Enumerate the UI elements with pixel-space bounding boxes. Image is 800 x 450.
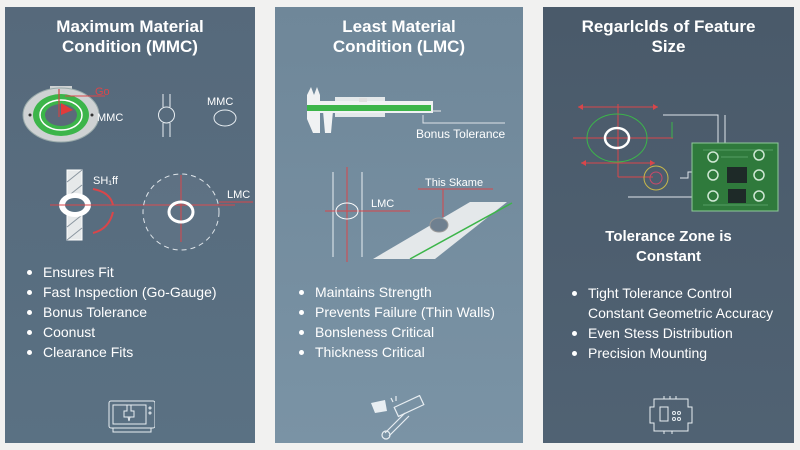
broken-wrench-icon	[371, 395, 425, 440]
go-label: Go	[95, 86, 110, 98]
list-item: Tight Tolerance Control	[570, 283, 773, 303]
list-item: Fast Inspection (Go-Gauge)	[25, 282, 217, 302]
caliper-icon	[307, 87, 505, 133]
list-item: Coonust	[25, 322, 217, 342]
list-item: Thickness Critical	[297, 342, 495, 362]
mmc-illustration: Go MMC MMC SH₁ff LMC	[22, 86, 253, 251]
shaft-label: SH₁ff	[93, 175, 119, 187]
lmc-section-icon	[325, 167, 410, 262]
tolerance-zone-icon	[573, 104, 726, 198]
title-line: Least Material	[342, 17, 456, 36]
list-item: Even Stess Distribution	[570, 323, 773, 343]
rfs-illustration	[573, 104, 779, 212]
list-item: Maintains Strength	[297, 282, 495, 302]
go-gauge-icon	[22, 86, 105, 143]
title-line: Regarlclds of Feature	[581, 17, 756, 36]
title-line: Condition (LMC)	[332, 37, 466, 56]
lmc-label: LMC	[227, 189, 250, 201]
mmc-title: Maximum Material Condition (MMC)	[5, 17, 255, 57]
mmc-benefits-list: Ensures Fit Fast Inspection (Go-Gauge) B…	[25, 262, 217, 362]
bonus-tolerance-label: Bonus Tolerance	[416, 127, 506, 141]
title-line: Condition (MMC)	[62, 37, 198, 56]
list-item: Bonus Tolerance	[25, 302, 217, 322]
list-item: Clearance Fits	[25, 342, 217, 362]
mmc-panel: Maximum Material Condition (MMC) Go MMC …	[5, 7, 255, 443]
list-item: Bonsleness Critical	[297, 322, 495, 342]
list-item: Constant Geometric Accuracy	[588, 305, 774, 321]
thin-wall-icon	[373, 188, 513, 260]
this-skame-label: This Skame	[425, 177, 483, 189]
lmc-hole-icon	[142, 173, 253, 251]
lmc-benefits-list: Maintains Strength Prevents Failure (Thi…	[297, 282, 495, 362]
list-item: Ensures Fit	[25, 262, 217, 282]
title-line: Maximum Material	[56, 17, 204, 36]
list-item: Precision Mounting	[570, 343, 773, 363]
subtitle-line: Constant	[636, 248, 701, 265]
rfs-title: Regarlclds of Feature Size	[543, 17, 794, 57]
rfs-benefits-list: Tight Tolerance Control Constant Geometr…	[570, 283, 773, 363]
lmc-panel: Least Material Condition (LMC) Bonus Tol…	[275, 7, 523, 443]
cnc-machine-icon	[108, 400, 155, 433]
mmc-label: MMC	[97, 112, 123, 124]
list-item: Prevents Failure (Thin Walls)	[297, 302, 495, 322]
circuit-chip-icon	[649, 396, 693, 434]
title-line: Size	[651, 37, 686, 56]
pcb-icon	[691, 142, 779, 212]
hole-section-icon	[158, 94, 237, 137]
rfs-panel: Regarlclds of Feature Size	[543, 7, 794, 443]
lmc-label: LMC	[371, 198, 394, 210]
subtitle-line: Tolerance Zone is	[605, 228, 732, 245]
lmc-illustration: Bonus Tolerance LMC This Skame	[307, 87, 513, 262]
tolerance-zone-heading: Tolerance Zone is Constant	[543, 227, 794, 267]
mmc-hole-label: MMC	[207, 96, 233, 108]
shaft-icon	[50, 169, 235, 241]
lmc-title: Least Material Condition (LMC)	[275, 17, 523, 57]
